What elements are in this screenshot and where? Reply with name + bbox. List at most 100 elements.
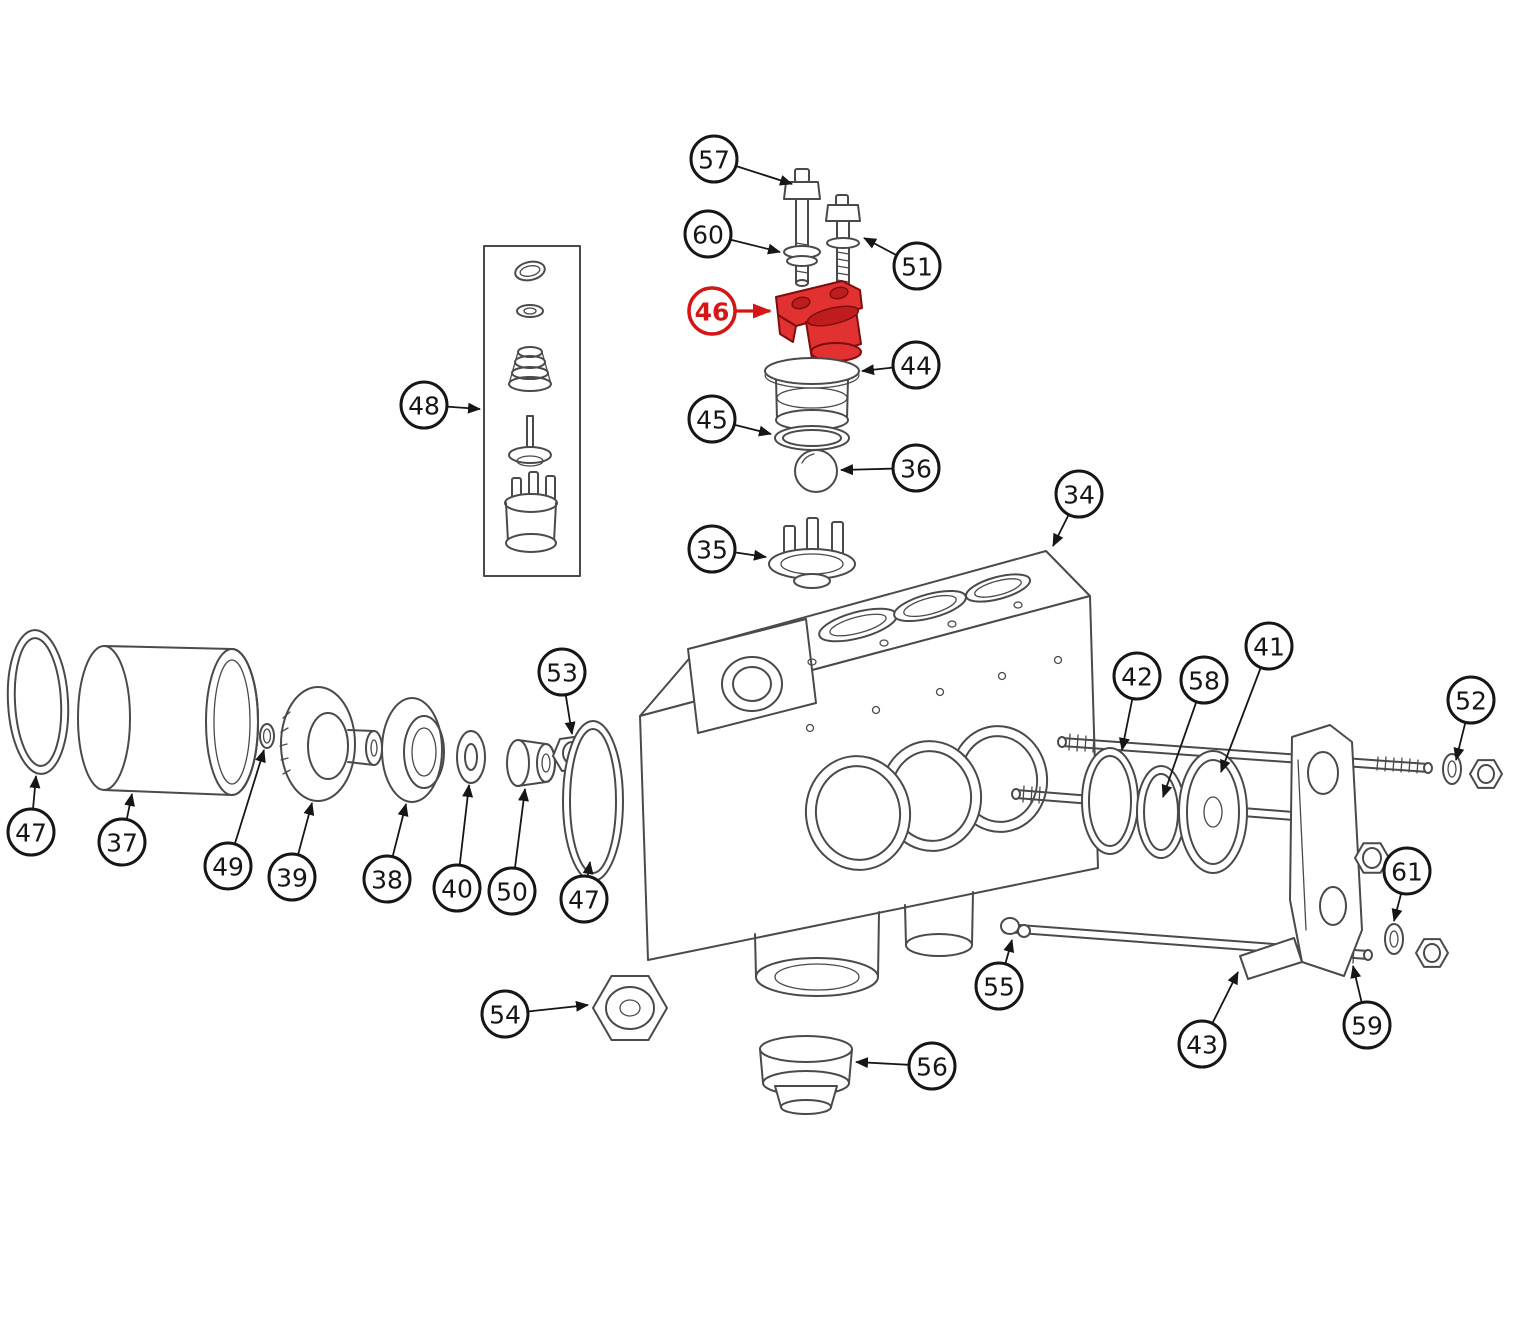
o-ring-large-center xyxy=(562,720,624,882)
callout-leader-line xyxy=(458,784,474,866)
callout-37[interactable]: 37 xyxy=(97,793,147,867)
callout-49[interactable]: 49 xyxy=(203,749,266,891)
washer-small xyxy=(456,730,486,784)
callout-number: 42 xyxy=(1121,663,1153,692)
callout-leader-line xyxy=(514,788,529,869)
callout-circle xyxy=(891,340,941,390)
callout-number: 57 xyxy=(698,146,730,175)
callout-46-highlighted[interactable]: 46 xyxy=(687,286,772,336)
callout-leader-line xyxy=(735,165,793,186)
callout-number: 56 xyxy=(916,1053,948,1082)
callout-leader-line xyxy=(297,802,315,856)
callout-number: 59 xyxy=(1351,1012,1383,1041)
callout-55[interactable]: 55 xyxy=(974,939,1024,1011)
diagram-artwork xyxy=(6,168,1503,1115)
callout-circle xyxy=(1112,651,1162,701)
callout-leader-line xyxy=(1220,667,1262,773)
callout-leader-line xyxy=(1391,893,1403,922)
callout-54[interactable]: 54 xyxy=(480,989,589,1039)
callout-60[interactable]: 60 xyxy=(683,209,781,259)
callout-44[interactable]: 44 xyxy=(861,340,941,390)
callout-53[interactable]: 53 xyxy=(537,647,587,735)
callout-circle xyxy=(687,394,737,444)
callout-36[interactable]: 36 xyxy=(840,443,941,493)
bolt-long xyxy=(783,168,821,287)
callout-circle xyxy=(892,241,942,291)
callout-57[interactable]: 57 xyxy=(689,134,793,186)
callout-number: 51 xyxy=(901,253,933,282)
callout-38[interactable]: 38 xyxy=(362,803,412,904)
callout-circle xyxy=(1446,675,1496,725)
callout-leader-line xyxy=(582,861,594,877)
end-bracket xyxy=(1239,724,1363,980)
callout-52[interactable]: 52 xyxy=(1446,675,1496,761)
callout-34[interactable]: 34 xyxy=(1052,469,1104,547)
callout-51[interactable]: 51 xyxy=(863,237,942,291)
o-ring-small xyxy=(259,723,275,749)
callout-number: 39 xyxy=(276,864,308,893)
small-fitting xyxy=(1000,917,1031,938)
callout-leader-line xyxy=(1161,701,1198,798)
callout-number: 37 xyxy=(106,829,138,858)
callout-leader-line xyxy=(564,694,576,735)
callout-39[interactable]: 39 xyxy=(267,802,317,902)
callout-47[interactable]: 47 xyxy=(6,775,56,857)
callout-35[interactable]: 35 xyxy=(687,524,767,574)
callout-number: 55 xyxy=(983,973,1015,1002)
o-ring-large-left xyxy=(6,629,70,775)
callout-59[interactable]: 59 xyxy=(1342,965,1392,1050)
callout-58[interactable]: 58 xyxy=(1161,655,1229,798)
callout-circle xyxy=(362,854,412,904)
callout-56[interactable]: 56 xyxy=(855,1041,957,1091)
callout-leader-line xyxy=(861,364,894,376)
callout-leader-line xyxy=(1350,965,1363,1003)
callout-41[interactable]: 41 xyxy=(1220,621,1294,773)
o-ring-piston xyxy=(774,425,850,451)
spider-retainer xyxy=(768,517,856,589)
callout-leader-line xyxy=(1453,722,1467,761)
callout-47[interactable]: 47 xyxy=(559,861,609,924)
callout-43[interactable]: 43 xyxy=(1177,971,1239,1069)
check-ball xyxy=(794,449,838,493)
callout-42[interactable]: 42 xyxy=(1112,651,1162,751)
callout-number: 48 xyxy=(408,392,440,421)
callout-45[interactable]: 45 xyxy=(687,394,772,444)
highlighted-part-clamp[interactable] xyxy=(775,280,863,362)
callout-number: 38 xyxy=(371,866,403,895)
callout-number: 36 xyxy=(900,455,932,484)
washer-stack xyxy=(783,245,821,267)
callout-61[interactable]: 61 xyxy=(1382,846,1432,922)
callout-40[interactable]: 40 xyxy=(432,784,482,913)
callout-number: 54 xyxy=(489,1001,521,1030)
bolt-short xyxy=(825,194,861,294)
callout-48[interactable]: 48 xyxy=(399,380,481,430)
callout-number: 40 xyxy=(441,875,473,904)
callout-number: 47 xyxy=(568,886,600,915)
o-ring-diaphragm-1 xyxy=(1081,747,1139,855)
hex-nut-bracket xyxy=(1354,842,1390,874)
callout-circle xyxy=(203,841,253,891)
callout-circle xyxy=(480,989,530,1039)
callout-leader-line xyxy=(446,402,481,414)
callout-circle xyxy=(1179,655,1229,705)
diaphragm-disc xyxy=(1178,750,1248,874)
callout-leader-line xyxy=(1003,939,1015,965)
callout-circle xyxy=(559,874,609,924)
callout-number: 45 xyxy=(696,406,728,435)
spacer-ring xyxy=(1136,765,1186,859)
callout-leader-line xyxy=(1052,514,1070,547)
callout-circle xyxy=(267,852,317,902)
callout-number: 47 xyxy=(15,819,47,848)
callout-50[interactable]: 50 xyxy=(487,788,537,916)
callout-leader-line xyxy=(233,749,266,845)
callout-leader-line xyxy=(29,775,41,810)
callout-number: 35 xyxy=(696,536,728,565)
callout-leader-line xyxy=(863,237,898,257)
callout-number: 61 xyxy=(1391,858,1423,887)
callout-circle xyxy=(1177,1019,1227,1069)
callout-circle xyxy=(97,817,147,867)
piston-small xyxy=(506,739,556,787)
piston-flanged xyxy=(764,357,860,431)
